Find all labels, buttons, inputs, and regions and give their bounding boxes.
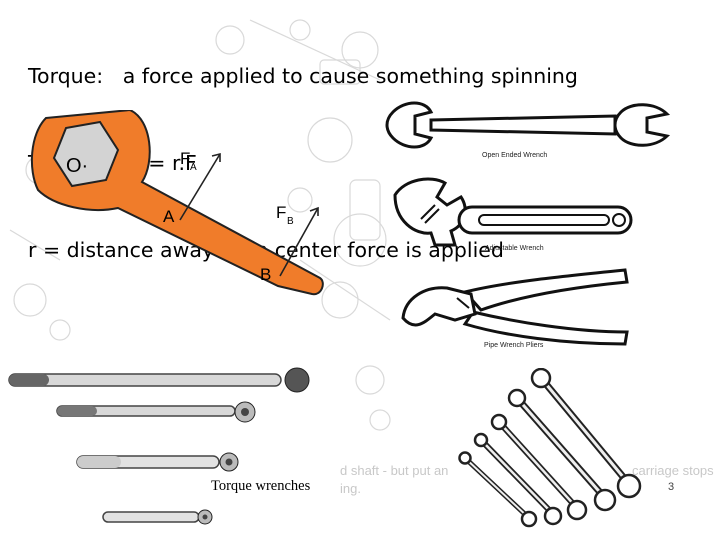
force-b-label: F xyxy=(276,203,286,222)
torque-wrench-3 xyxy=(77,453,238,471)
adjustable-wrench-slot xyxy=(479,215,609,225)
torque-wrench-1 xyxy=(9,368,309,392)
point-b-label: B xyxy=(260,265,271,284)
center-o-label: O· xyxy=(66,155,88,177)
background-text-2: ing. xyxy=(340,481,361,496)
adjustable-wrench-caption: Adjustable Wrench xyxy=(485,245,544,252)
torque-wrench-4 xyxy=(103,510,212,524)
pipe-wrench-pliers-caption: Pipe Wrench Pliers xyxy=(484,342,543,349)
pliers-upper-handle xyxy=(465,270,627,310)
force-b-subscript: B xyxy=(287,216,294,227)
force-a-subscript: A xyxy=(190,162,197,173)
open-ended-wrench-caption: Open Ended Wrench xyxy=(482,152,547,159)
pliers-lower-handle xyxy=(465,312,627,344)
adjustable-wrench-shape xyxy=(395,179,465,245)
torque-definition-line: Torque: a force applied to cause somethi… xyxy=(28,62,578,91)
wrench-force-diagram: O· A F A B F B xyxy=(30,110,330,300)
point-a-label: A xyxy=(163,207,175,226)
background-text-1: d shaft - but put an xyxy=(340,463,448,478)
torque-wrench-2 xyxy=(57,402,255,422)
pliers-jaw xyxy=(403,288,475,325)
pipe-wrench-pliers-image xyxy=(395,262,635,352)
open-ended-wrench-image xyxy=(385,100,675,160)
combination-wrench-set-image xyxy=(455,368,650,528)
torque-wrenches-caption: Torque wrenches xyxy=(211,478,310,495)
torque-wrenches-image xyxy=(5,360,325,530)
adjustable-wrench-image xyxy=(385,175,640,255)
open-wrench-shape xyxy=(387,103,667,147)
slide-page-number: 3 xyxy=(668,481,674,493)
combination-wrench-5 xyxy=(460,453,537,527)
force-a-label: F xyxy=(180,149,190,168)
